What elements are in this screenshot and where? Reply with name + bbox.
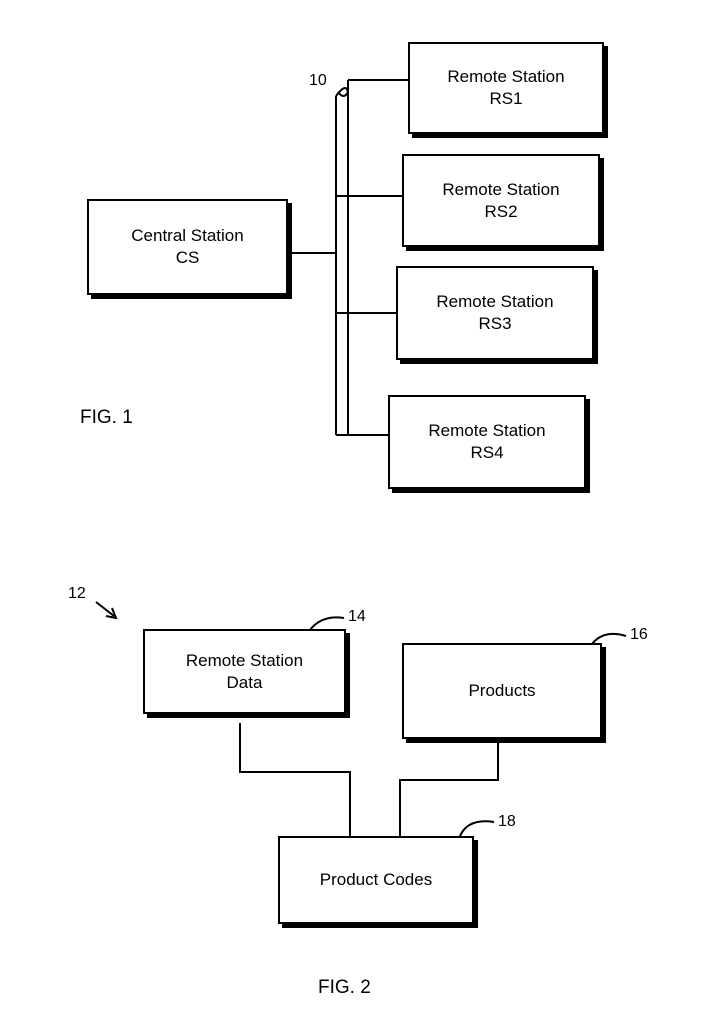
remote-station-data-box: Remote Station Data [143,629,346,714]
fig2-caption: FIG. 2 [318,977,371,999]
remote-station-rs4-line1: Remote Station [428,420,545,442]
products-box: Products [402,643,602,739]
ref-12-arrow [96,602,114,616]
remote-station-rs4-line2: RS4 [470,442,503,464]
remote-station-rs1-box: Remote Station RS1 [408,42,604,134]
ref-10-leader [338,92,348,96]
remote-station-rs3-line1: Remote Station [436,291,553,313]
remote-station-rs2-box: Remote Station RS2 [402,154,600,247]
fig2-link-data [240,723,350,836]
remote-station-rs2-line2: RS2 [484,201,517,223]
products-label: Products [468,680,535,702]
ref-18-leader [460,821,494,836]
remote-station-rs2-line1: Remote Station [442,179,559,201]
ref-14-label: 14 [348,608,366,626]
product-codes-label: Product Codes [320,869,432,891]
product-codes-box: Product Codes [278,836,474,924]
remote-station-rs3-line2: RS3 [478,313,511,335]
central-station-line1: Central Station [131,225,243,247]
remote-station-data-line1: Remote Station [186,650,303,672]
remote-station-rs3-box: Remote Station RS3 [396,266,594,360]
ref-12-label: 12 [68,585,86,603]
remote-station-data-line2: Data [227,672,263,694]
ref-18-label: 18 [498,813,516,831]
remote-station-rs1-line2: RS1 [489,88,522,110]
ref-16-label: 16 [630,626,648,644]
central-station-line2: CS [176,247,200,269]
remote-station-rs4-box: Remote Station RS4 [388,395,586,489]
remote-station-rs1-line1: Remote Station [447,66,564,88]
fig1-caption: FIG. 1 [80,407,133,429]
ref-10-label: 10 [309,72,327,90]
central-station-box: Central Station CS [87,199,288,295]
